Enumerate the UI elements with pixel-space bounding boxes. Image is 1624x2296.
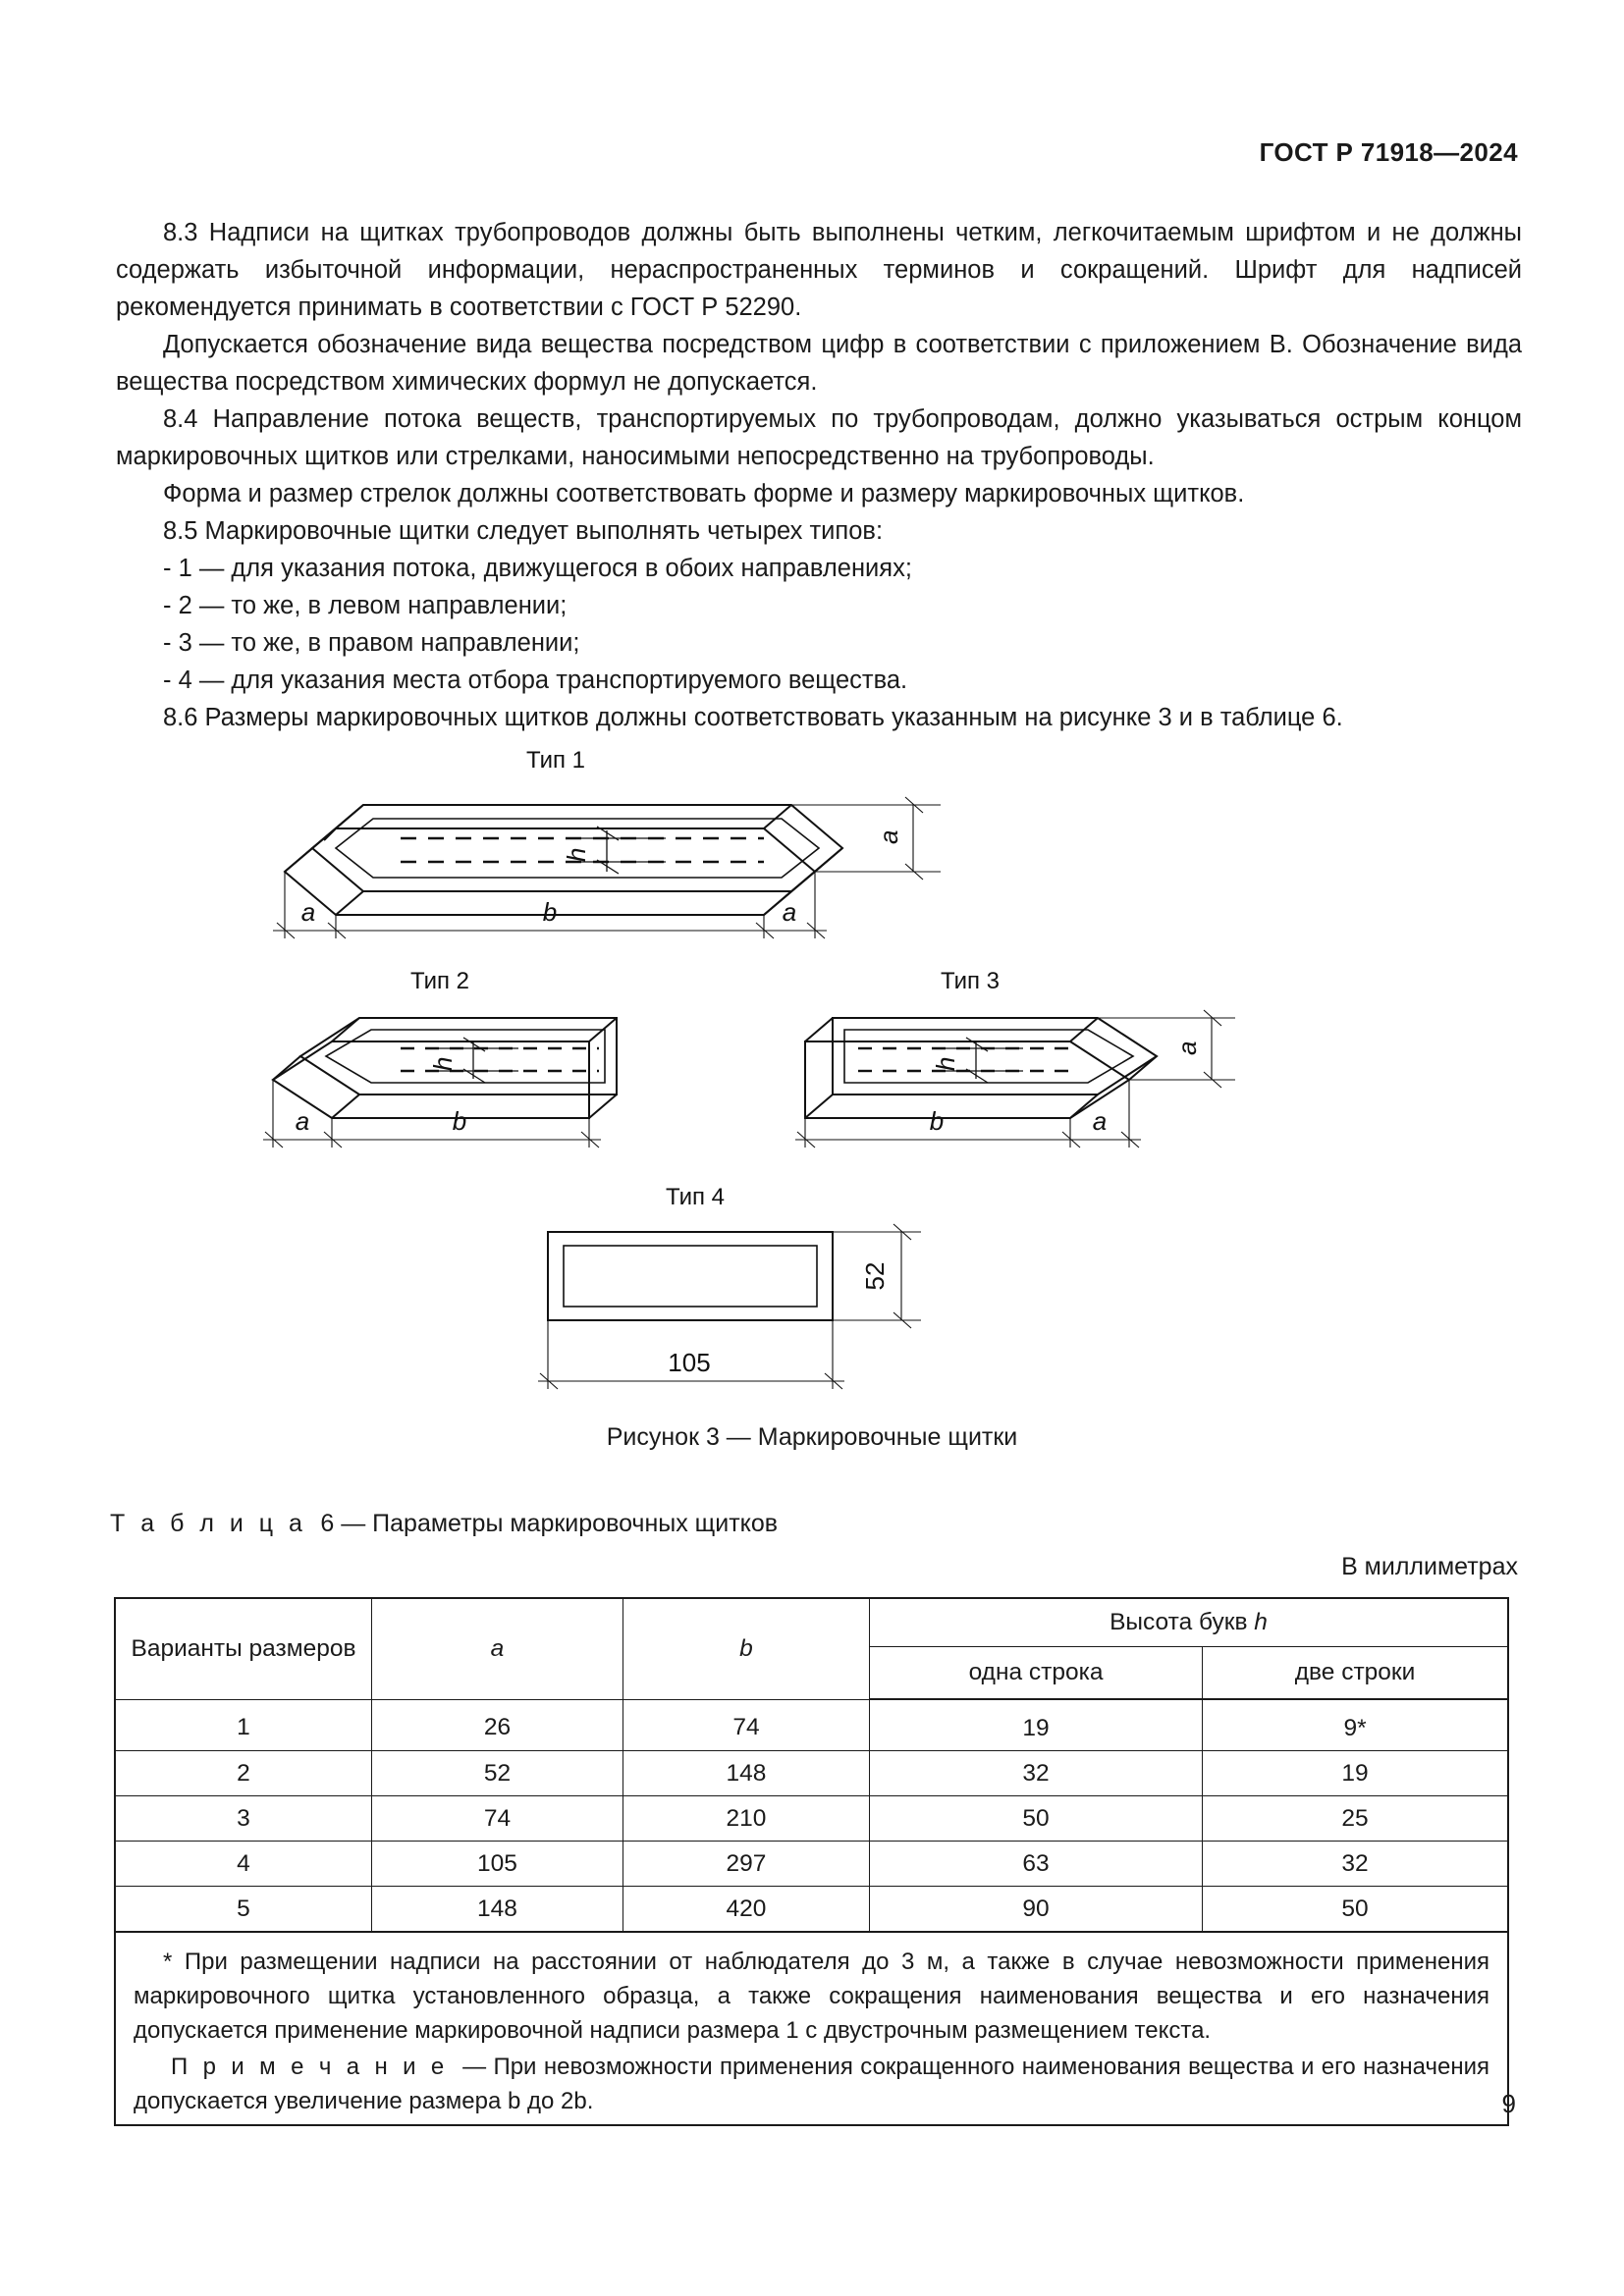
type-4-height-label: 52 bbox=[860, 1262, 890, 1291]
type-1-diagram: Тип 1 bbox=[273, 747, 941, 939]
table-footnote-row: * При размещении надписи на расстоянии о… bbox=[114, 1931, 1509, 2126]
paragraph-arrow-form: Форма и размер стрелок должны соответств… bbox=[163, 480, 1245, 507]
table-row: 5 148 420 90 50 bbox=[114, 1886, 1509, 1933]
note-label: П р и м е ч а н и е bbox=[171, 2054, 449, 2080]
cell-a: 52 bbox=[371, 1750, 623, 1796]
cell-one-line: 50 bbox=[868, 1795, 1204, 1842]
cell-a: 26 bbox=[371, 1698, 623, 1751]
table-title-text: — Параметры маркировочных щитков bbox=[341, 1510, 779, 1537]
paragraph-8-5: 8.5 Маркировочные щитки следует выполнят… bbox=[163, 517, 884, 545]
header-variants: Варианты размеров bbox=[114, 1597, 372, 1700]
type-1-title: Тип 1 bbox=[526, 747, 585, 774]
cell-a: 74 bbox=[371, 1795, 623, 1842]
header-one-line: одна строка bbox=[868, 1646, 1204, 1700]
type-2-b-label: b bbox=[453, 1106, 466, 1136]
type-2-title: Тип 2 bbox=[410, 968, 469, 994]
cell-a: 105 bbox=[371, 1841, 623, 1887]
type-1-b-label: b bbox=[543, 897, 557, 927]
list-item: - 4 — для указания места отбора транспор… bbox=[163, 667, 908, 694]
header-two-lines: две строки bbox=[1202, 1646, 1509, 1700]
type-3-h-label: h bbox=[931, 1057, 960, 1071]
paragraph-8-6: 8.6 Размеры маркировочных щитков должны … bbox=[163, 704, 1343, 731]
list-item: - 3 — то же, в правом направлении; bbox=[163, 629, 580, 657]
cell-one-line: 90 bbox=[868, 1886, 1204, 1933]
figure-3-caption: Рисунок 3 — Маркировочные щитки bbox=[606, 1423, 1018, 1451]
type-3-a-bottom-label: a bbox=[1093, 1106, 1107, 1136]
figure-3-marking-plates: Тип 1 bbox=[116, 746, 1522, 1394]
table-row: 4 105 297 63 32 bbox=[114, 1841, 1509, 1887]
header-letter-height: Высота букв h bbox=[869, 1597, 1509, 1647]
table-units-label: В миллиметрах bbox=[1341, 1553, 1518, 1580]
note-text: — При невозможности применения сокращенн… bbox=[134, 2054, 1489, 2114]
cell-one-line: 63 bbox=[868, 1841, 1204, 1887]
header-b: b bbox=[623, 1597, 870, 1700]
table-header-row-2: одна строка две строки bbox=[115, 1646, 1509, 1700]
cell-variant: 3 bbox=[114, 1795, 372, 1842]
cell-two-lines: 19 bbox=[1202, 1750, 1509, 1796]
cell-a: 148 bbox=[371, 1886, 623, 1933]
body-text: 8.3 Надписи на щитках трубопроводов долж… bbox=[116, 214, 1522, 736]
list-item: - 1 — для указания потока, движущегося в… bbox=[163, 555, 912, 582]
footnote-star-text: * При размещении надписи на расстоянии о… bbox=[134, 1949, 1489, 2044]
table-6-parameters: Варианты размеров a b Высота букв h одна… bbox=[114, 1597, 1509, 2126]
cell-variant: 2 bbox=[114, 1750, 372, 1796]
table-note: П р и м е ч а н и е — При невозможности … bbox=[134, 2050, 1489, 2118]
page-number: 9 bbox=[1501, 2089, 1516, 2118]
type-1-a-right-label: a bbox=[874, 830, 903, 844]
cell-two-lines: 50 bbox=[1202, 1886, 1509, 1933]
cell-b: 74 bbox=[623, 1698, 870, 1751]
cell-variant: 5 bbox=[114, 1886, 372, 1933]
cell-one-line: 32 bbox=[868, 1750, 1204, 1796]
table-row: 1 26 74 19 9* bbox=[114, 1698, 1509, 1751]
cell-b: 148 bbox=[623, 1750, 870, 1796]
table-head: Варианты размеров a b Высота букв h одна… bbox=[114, 1597, 1509, 1700]
type-3-title: Тип 3 bbox=[941, 968, 1000, 994]
type-2-diagram: Тип 2 bbox=[263, 968, 618, 1148]
type-2-h-label: h bbox=[428, 1057, 458, 1071]
cell-b: 210 bbox=[623, 1795, 870, 1842]
cell-b: 297 bbox=[623, 1841, 870, 1887]
cell-variant: 4 bbox=[114, 1841, 372, 1887]
cell-b: 420 bbox=[623, 1886, 870, 1933]
paragraph-allowance: Допускается обозначение вида вещества по… bbox=[116, 331, 1522, 396]
type-1-h-label: h bbox=[562, 848, 591, 862]
table-row: 3 74 210 50 25 bbox=[114, 1795, 1509, 1842]
type-3-b-label: b bbox=[930, 1106, 944, 1136]
cell-one-line: 19 bbox=[868, 1698, 1204, 1751]
cell-two-lines: 25 bbox=[1202, 1795, 1509, 1842]
type-3-diagram: Тип 3 bbox=[795, 968, 1235, 1148]
cell-two-lines: 32 bbox=[1202, 1841, 1509, 1887]
table-6-title: Т а б л и ц а 6 — Параметры маркировочны… bbox=[110, 1510, 778, 1538]
page-header-standard-number: ГОСТ Р 71918—2024 bbox=[1259, 137, 1518, 167]
type-2-a-label: a bbox=[296, 1106, 309, 1136]
table-body: 1 26 74 19 9* 2 52 148 32 19 3 74 210 50… bbox=[114, 1698, 1509, 2126]
table-row: 2 52 148 32 19 bbox=[114, 1750, 1509, 1796]
paragraph-8-3: 8.3 Надписи на щитках трубопроводов долж… bbox=[116, 219, 1522, 321]
paragraph-8-4: 8.4 Направление потока веществ, транспор… bbox=[116, 405, 1522, 470]
cell-two-lines: 9* bbox=[1202, 1698, 1509, 1751]
header-letter-height-text: Высота букв bbox=[1110, 1609, 1248, 1635]
type-1-a-right-bottom-label: a bbox=[783, 897, 796, 927]
table-number: 6 bbox=[320, 1510, 335, 1537]
table-label: Т а б л и ц а bbox=[110, 1510, 307, 1537]
cell-variant: 1 bbox=[114, 1698, 372, 1751]
type-3-a-right-label: a bbox=[1172, 1041, 1202, 1055]
list-item: - 2 — то же, в левом направлении; bbox=[163, 592, 568, 619]
table-header-row-1: Варианты размеров a b Высота букв h bbox=[114, 1597, 1509, 1700]
type-1-a-left-label: a bbox=[301, 897, 315, 927]
header-a: a bbox=[371, 1597, 623, 1700]
table-footnote-cell: * При размещении надписи на расстоянии о… bbox=[114, 1931, 1509, 2126]
type-4-diagram: Тип 4 52 105 bbox=[538, 1184, 921, 1390]
header-letter-height-symbol: h bbox=[1254, 1609, 1268, 1635]
type-4-title: Тип 4 bbox=[666, 1184, 725, 1210]
type-4-width-label: 105 bbox=[668, 1348, 710, 1377]
